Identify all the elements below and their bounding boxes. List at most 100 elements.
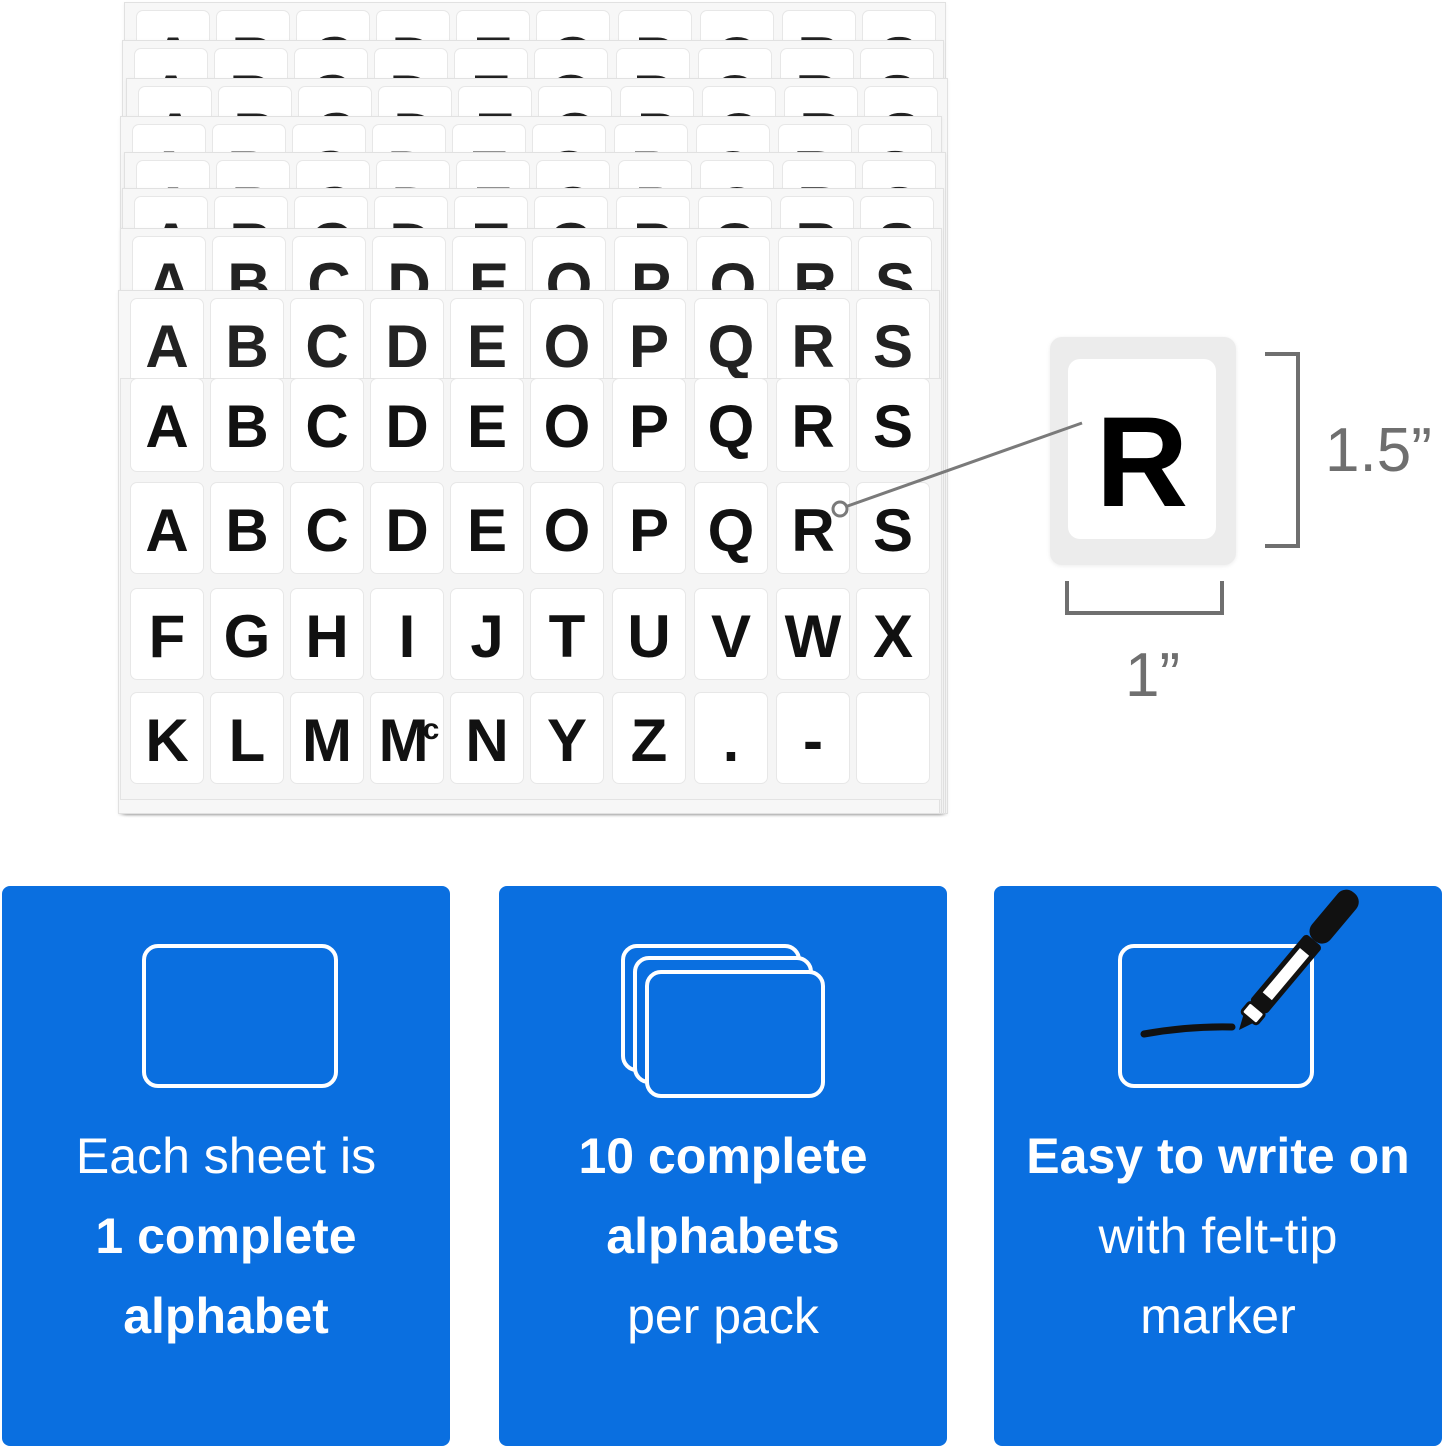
sticker-cell: . (694, 692, 768, 784)
sticker-detail-letter: R (1095, 391, 1189, 534)
sticker-cell: F (130, 588, 204, 680)
sticker-letter: R (791, 393, 835, 460)
panel-line: Each sheet is (75, 1128, 377, 1184)
sticker-detail: R (1050, 337, 1236, 565)
sticker-cell: S (856, 378, 930, 472)
sticker-letter: L (228, 707, 266, 774)
sticker-letter: G (223, 603, 271, 670)
panel-line: Easy to write on (1026, 1128, 1410, 1184)
sticker-letter: D (385, 393, 429, 460)
sticker-letter: O (543, 497, 591, 564)
sticker-cell: C (290, 298, 364, 390)
sticker-cell: O (530, 482, 604, 574)
sticker-letter: U (627, 603, 671, 670)
sticker-letter: O (543, 313, 591, 380)
sticker-cell: T (530, 588, 604, 680)
sticker-letter: M (302, 707, 352, 774)
sticker-letter: . (722, 707, 740, 774)
sticker-letter: S (872, 393, 914, 460)
sticker-cell: B (210, 298, 284, 390)
single-sheet-icon (142, 944, 338, 1088)
sticker-cell: I (370, 588, 444, 680)
sticker-cell: S (856, 482, 930, 574)
panel-line: with felt-tip (1098, 1208, 1338, 1264)
height-label: 1.5” (1325, 416, 1432, 485)
panel-line: 1 complete (95, 1208, 357, 1264)
sticker-cell: O (530, 298, 604, 390)
sticker-letter: K (145, 707, 189, 774)
sticker-cell: P (612, 298, 686, 390)
panel-line: alphabet (123, 1288, 329, 1344)
sticker-cell: G (210, 588, 284, 680)
sticker-letter: Z (630, 707, 668, 774)
sticker-letter: I (398, 603, 416, 670)
panel-line: per pack (627, 1288, 819, 1344)
sticker-letter: O (543, 393, 591, 460)
sticker-letter: R (791, 313, 835, 380)
height-bracket (1265, 352, 1300, 548)
sticker-letter: S (872, 497, 914, 564)
sticker-cell: A (130, 378, 204, 472)
panel-single-sheet: Each sheet is 1 complete alphabet (2, 886, 450, 1446)
sticker-cell: R (776, 298, 850, 390)
sticker-letter: V (710, 603, 752, 670)
sticker-cell: R (776, 482, 850, 574)
sticker-letter: Q (707, 313, 755, 380)
sticker-cell: K (130, 692, 204, 784)
panel-single-sheet-text: Each sheet is 1 complete alphabet (2, 1116, 450, 1356)
panel-ten-alphabets: 10 complete alphabets per pack (499, 886, 947, 1446)
sticker-letter: C (305, 393, 349, 460)
sticker-cell: - (776, 692, 850, 784)
sticker-cell: A (130, 298, 204, 390)
sticker-cell: E (450, 298, 524, 390)
sticker-cell: D (370, 482, 444, 574)
sticker-letter: S (872, 313, 914, 380)
sticker-letter: P (628, 313, 670, 380)
sticker-cell: M (290, 692, 364, 784)
sticker-letter: B (225, 497, 269, 564)
sticker-detail-face: R (1068, 359, 1216, 539)
sticker-letter: C (305, 497, 349, 564)
sticker-cell: Q (694, 378, 768, 472)
sticker-letter: Q (707, 393, 755, 460)
sticker-cell: H (290, 588, 364, 680)
sticker-letter: - (803, 707, 823, 774)
sticker-cell: X (856, 588, 930, 680)
stacked-sheets-icon (621, 944, 825, 1098)
sticker-cell: D (370, 298, 444, 390)
sticker-letter: Q (707, 497, 755, 564)
sticker-letter: Y (546, 707, 588, 774)
sticker-letter: B (225, 313, 269, 380)
sticker-letter: N (465, 707, 509, 774)
sticker-cell: R (776, 378, 850, 472)
panel-ten-alphabets-text: 10 complete alphabets per pack (499, 1116, 947, 1356)
write-marker-icon (1118, 889, 1359, 1088)
sticker-cell: S (856, 298, 930, 390)
sticker-letter: P (628, 497, 670, 564)
panel-writable: Easy to write on with felt-tip marker (994, 886, 1442, 1446)
sticker-letter: E (466, 393, 508, 460)
sticker-letter: C (305, 313, 349, 380)
sticker-letter: A (145, 313, 189, 380)
sticker-letter: D (385, 313, 429, 380)
sticker-cell: Q (694, 298, 768, 390)
sticker-cell: P (612, 482, 686, 574)
sticker-cell: Z (612, 692, 686, 784)
sticker-cell: N (450, 692, 524, 784)
sticker-letter: A (145, 497, 189, 564)
sticker-cell: Y (530, 692, 604, 784)
sticker-letter: Mc (378, 707, 440, 774)
sticker-letter-superscript: c (422, 713, 440, 746)
sticker-cell: P (612, 378, 686, 472)
panel-writable-text: Easy to write on with felt-tip marker (994, 1116, 1442, 1356)
sticker-cell: L (210, 692, 284, 784)
panel-line: 10 complete (578, 1128, 868, 1184)
sticker-letter: T (548, 603, 586, 670)
sticker-cell: E (450, 482, 524, 574)
sticker-cell: B (210, 482, 284, 574)
sticker-letter: F (148, 603, 186, 670)
sticker-cell: J (450, 588, 524, 680)
sticker-cell: A (130, 482, 204, 574)
sticker-letter: A (145, 393, 189, 460)
